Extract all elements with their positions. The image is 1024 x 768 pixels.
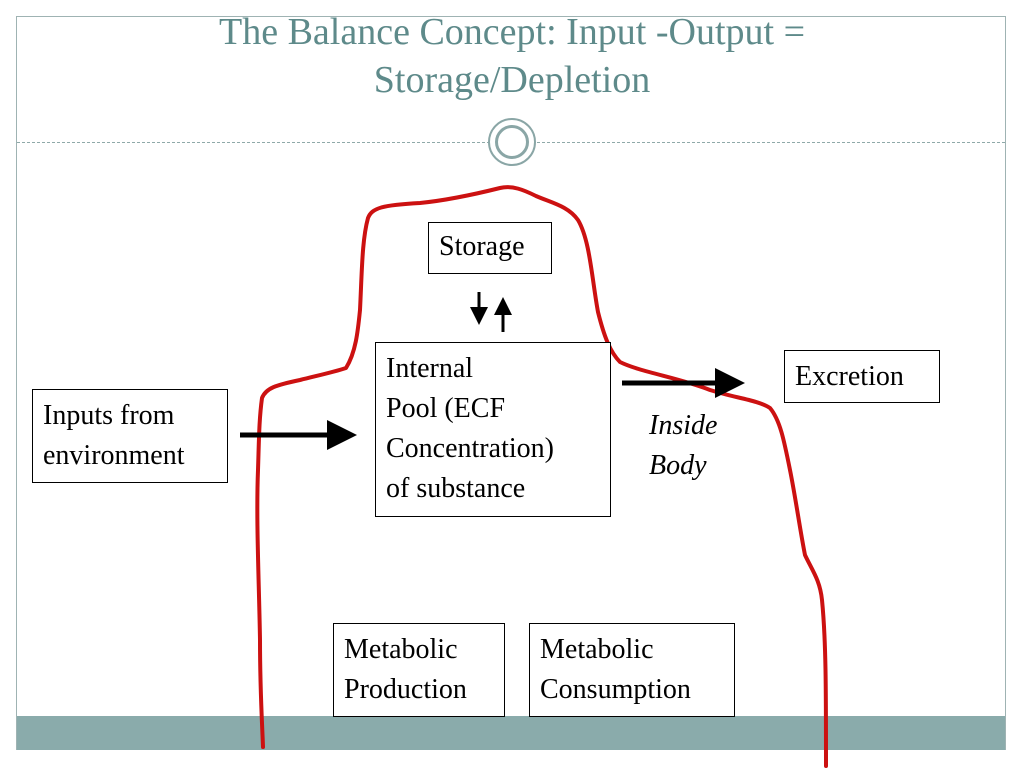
- internal-pool-line-4: of substance: [386, 473, 526, 504]
- excretion-box: Excretion: [784, 350, 940, 403]
- metabolic-production-line-2: Production: [344, 674, 467, 705]
- metabolic-consumption-line-1: Metabolic: [540, 634, 654, 665]
- double-circle-ornament-icon: [488, 118, 536, 166]
- metabolic-consumption-line-2: Consumption: [540, 674, 691, 705]
- title-line-2: Storage/Depletion: [373, 59, 651, 101]
- metabolic-production-line-1: Metabolic: [344, 634, 458, 665]
- storage-box: Storage: [428, 222, 552, 274]
- metabolic-production-box: Metabolic Production: [333, 623, 505, 717]
- inside-body-line-1: Inside: [649, 410, 718, 441]
- excretion-label: Excretion: [795, 361, 904, 392]
- inputs-line-1: Inputs from: [43, 400, 175, 431]
- inside-body-label: Inside Body: [649, 406, 717, 486]
- inputs-line-2: environment: [43, 440, 185, 471]
- slide-title: The Balance Concept: Input -Output = Sto…: [60, 8, 964, 104]
- internal-pool-line-2: Pool (ECF: [386, 393, 506, 424]
- body-boundary-line: [255, 185, 828, 768]
- title-line-1: The Balance Concept: Input -Output =: [219, 11, 805, 53]
- inner-circle-icon: [495, 125, 529, 159]
- footer-bar: [17, 716, 1005, 750]
- internal-pool-box: Internal Pool (ECF Concentration) of sub…: [375, 342, 611, 517]
- inputs-box: Inputs from environment: [32, 389, 228, 483]
- metabolic-consumption-box: Metabolic Consumption: [529, 623, 735, 717]
- storage-label: Storage: [439, 231, 525, 262]
- internal-pool-line-1: Internal: [386, 353, 474, 384]
- inside-body-line-2: Body: [649, 450, 707, 481]
- internal-pool-line-3: Concentration): [386, 433, 554, 464]
